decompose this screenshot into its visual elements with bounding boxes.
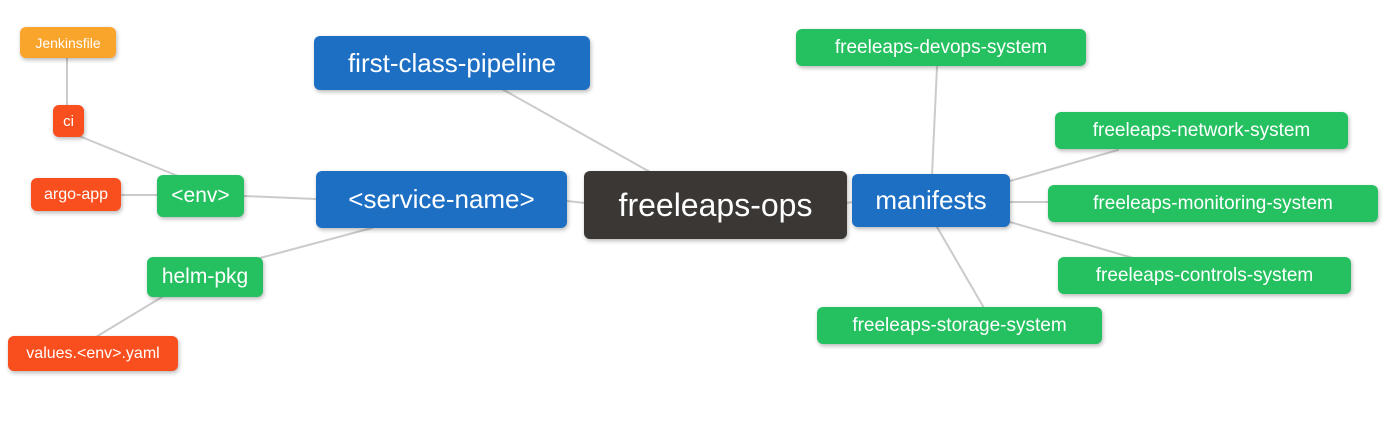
- node-freeleaps-network-system[interactable]: freeleaps-network-system: [1055, 112, 1348, 149]
- node-ci[interactable]: ci: [53, 105, 84, 137]
- node-freeleaps-storage-system[interactable]: freeleaps-storage-system: [817, 307, 1102, 344]
- node-jenkinsfile[interactable]: Jenkinsfile: [20, 27, 116, 58]
- edge-ci-env: [78, 135, 179, 177]
- node-freeleaps-monitoring-system[interactable]: freeleaps-monitoring-system: [1048, 185, 1378, 222]
- node-argo-app[interactable]: argo-app: [31, 178, 121, 211]
- edge-manifests-storage: [936, 226, 985, 309]
- node-freeleaps-ops[interactable]: freeleaps-ops: [584, 171, 847, 239]
- edge-manifests-network: [1009, 149, 1119, 182]
- node-manifests[interactable]: manifests: [852, 174, 1010, 227]
- edge-manifests-devops: [931, 66, 938, 176]
- edge-manifests-controls: [1009, 221, 1134, 259]
- node-env[interactable]: <env>: [157, 175, 244, 217]
- edge-service-name-root: [566, 200, 586, 204]
- node-values-env-yaml[interactable]: values.<env>.yaml: [8, 336, 178, 371]
- node-service-name[interactable]: <service-name>: [316, 171, 567, 228]
- node-freeleaps-controls-system[interactable]: freeleaps-controls-system: [1058, 257, 1351, 294]
- node-helm-pkg[interactable]: helm-pkg: [147, 257, 263, 297]
- edge-service-name-helm-pkg: [259, 227, 373, 259]
- node-freeleaps-devops-system[interactable]: freeleaps-devops-system: [796, 29, 1086, 66]
- edge-root-manifests: [845, 201, 854, 204]
- node-first-class-pipeline[interactable]: first-class-pipeline: [314, 36, 590, 90]
- edge-helm-pkg-values: [95, 296, 163, 338]
- edge-env-service-name: [243, 195, 317, 200]
- edge-pipeline-root: [501, 88, 651, 173]
